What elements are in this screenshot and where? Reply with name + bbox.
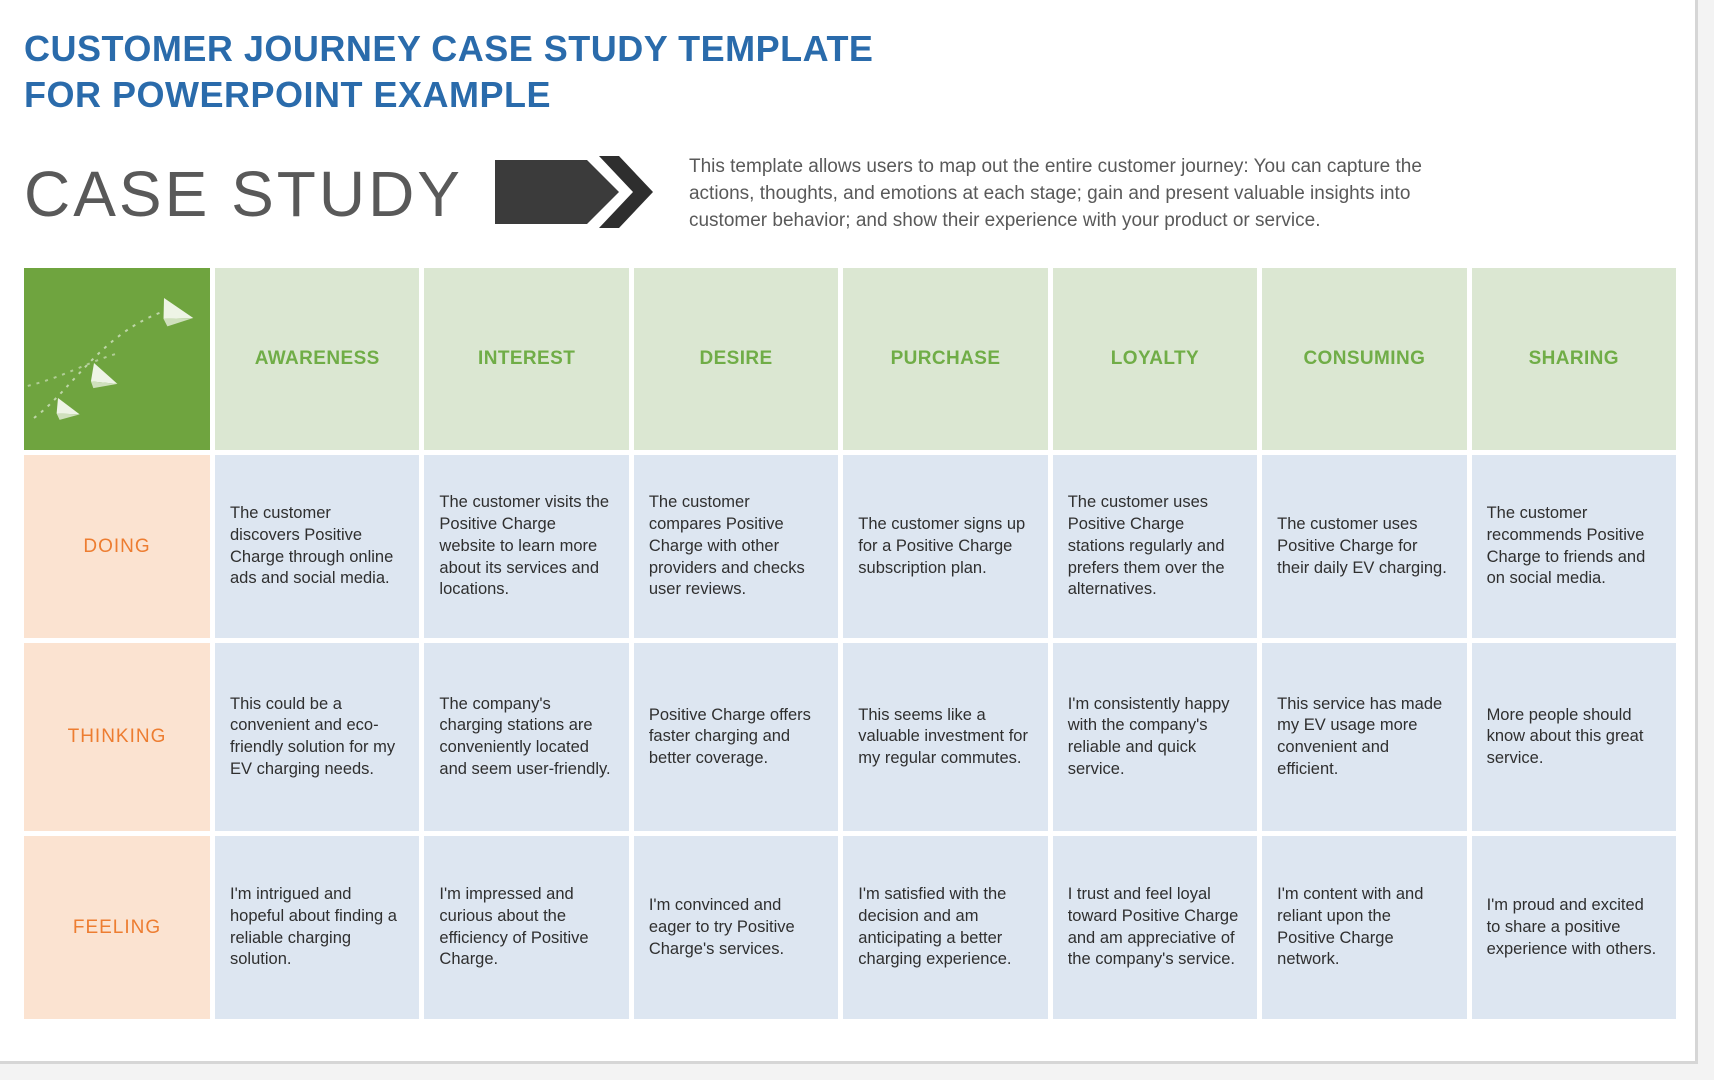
cell-doing-desire: The customer compares Positive Charge wi… bbox=[633, 455, 839, 639]
cell-thinking-consuming: This service has made my EV usage more c… bbox=[1262, 643, 1467, 832]
stage-header-interest: INTEREST bbox=[424, 268, 629, 451]
cell-doing-consuming: The customer uses Positive Charge for th… bbox=[1262, 455, 1467, 639]
paper-airplanes-icon bbox=[24, 298, 194, 421]
cell-feeling-purchase: I'm satisfied with the decision and am a… bbox=[843, 836, 1048, 1020]
row-label-doing: DOING bbox=[24, 455, 210, 639]
row-label-feeling: FEELING bbox=[24, 836, 210, 1020]
cell-doing-loyalty: The customer uses Positive Charge statio… bbox=[1052, 455, 1258, 639]
cell-doing-awareness: The customer discovers Positive Charge t… bbox=[215, 455, 420, 639]
stage-header-consuming: CONSUMING bbox=[1262, 268, 1467, 451]
customer-journey-table: AWARENESS INTEREST DESIRE PURCHASE LOYAL… bbox=[24, 268, 1676, 1020]
cell-thinking-interest: The company's charging stations are conv… bbox=[424, 643, 629, 832]
banner-title: CASE STUDY bbox=[24, 158, 463, 231]
cell-thinking-sharing: More people should know about this great… bbox=[1471, 643, 1676, 832]
page-title-line2: FOR POWERPOINT EXAMPLE bbox=[24, 74, 552, 116]
stage-header-sharing: SHARING bbox=[1471, 268, 1676, 451]
row-label-thinking: THINKING bbox=[24, 643, 210, 832]
stage-header-awareness: AWARENESS bbox=[215, 268, 420, 451]
slide-sheet: CUSTOMER JOURNEY CASE STUDY TEMPLATE FOR… bbox=[0, 0, 1698, 1064]
cell-doing-purchase: The customer signs up for a Positive Cha… bbox=[843, 455, 1048, 639]
page-title: CUSTOMER JOURNEY CASE STUDY TEMPLATE FOR… bbox=[24, 26, 1673, 118]
cell-feeling-sharing: I'm proud and excited to share a positiv… bbox=[1471, 836, 1676, 1020]
corner-graphic-cell bbox=[24, 268, 210, 451]
cell-thinking-purchase: This seems like a valuable investment fo… bbox=[843, 643, 1048, 832]
cell-feeling-awareness: I'm intrigued and hopeful about finding … bbox=[215, 836, 420, 1020]
cell-thinking-awareness: This could be a convenient and eco-frien… bbox=[215, 643, 420, 832]
stage-header-loyalty: LOYALTY bbox=[1052, 268, 1258, 451]
template-description: This template allows users to map out th… bbox=[688, 155, 1422, 231]
arrow-right-icon bbox=[494, 155, 663, 233]
stage-header-desire: DESIRE bbox=[633, 268, 839, 451]
cell-feeling-consuming: I'm content with and reliant upon the Po… bbox=[1262, 836, 1467, 1020]
cell-feeling-interest: I'm impressed and curious about the effi… bbox=[424, 836, 629, 1020]
cell-thinking-desire: Positive Charge offers faster charging a… bbox=[633, 643, 839, 832]
case-study-banner: CASE STUDY This template allows users to… bbox=[24, 146, 1673, 242]
page-title-line1: CUSTOMER JOURNEY CASE STUDY TEMPLATE bbox=[24, 28, 874, 69]
cell-feeling-loyalty: I trust and feel loyal toward Positive C… bbox=[1052, 836, 1258, 1020]
cell-feeling-desire: I'm convinced and eager to try Positive … bbox=[633, 836, 839, 1020]
cell-thinking-loyalty: I'm consistently happy with the company'… bbox=[1052, 643, 1258, 832]
cell-doing-sharing: The customer recommends Positive Charge … bbox=[1471, 455, 1676, 639]
cell-doing-interest: The customer visits the Positive Charge … bbox=[424, 455, 629, 639]
stage-header-purchase: PURCHASE bbox=[843, 268, 1048, 451]
